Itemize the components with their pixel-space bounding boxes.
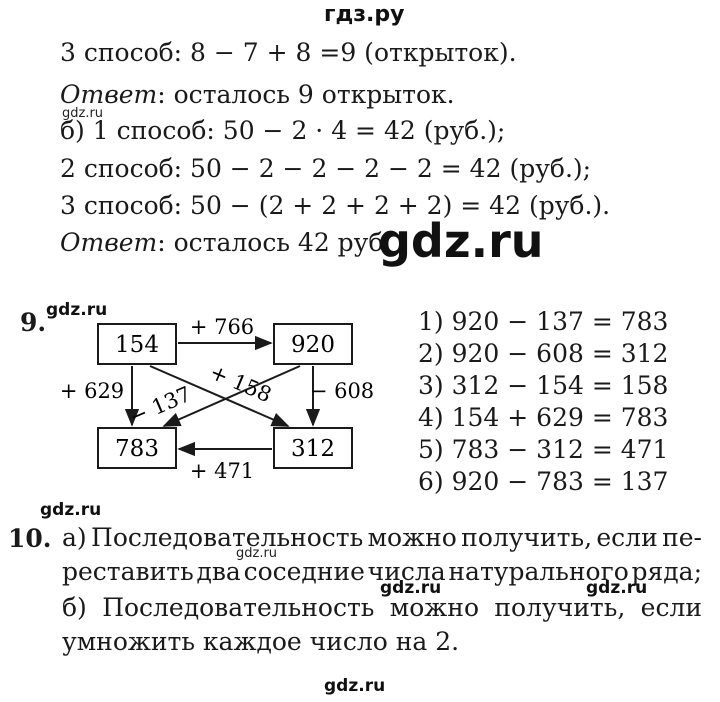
equation-1: 1) 920 − 137 = 783	[418, 307, 669, 336]
equation-4: 4) 154 + 629 = 783	[418, 403, 669, 432]
answer-label: Ответ	[60, 80, 158, 109]
label-diag-down: + 158	[206, 360, 275, 407]
label-bottom: + 471	[190, 459, 254, 483]
task-10-b-line-1: б) Последовательность можно получить, ес…	[62, 593, 702, 622]
part-a-answer: Ответ: осталось 9 открыток.	[60, 80, 455, 110]
answer-text: : осталось 9 открыток.	[157, 80, 455, 109]
box-bottom-right-value: 312	[291, 436, 335, 462]
watermark-top: гдз.ру	[324, 2, 405, 27]
box-bottom-left-value: 783	[115, 436, 159, 462]
box-top-left	[97, 323, 177, 365]
watermark-small: gdz.ru	[46, 300, 108, 320]
task-10-number: 10.	[8, 524, 52, 553]
label-left: + 629	[60, 379, 124, 403]
watermark-small: gdz.ru	[40, 500, 102, 520]
part-a-way3: 3 способ: 8 − 7 + 8 =9 (открыток).	[60, 38, 517, 67]
box-bottom-right	[273, 427, 353, 469]
part-b-way1: б) 1 способ: 50 − 2 · 4 = 42 (руб.);	[60, 116, 506, 145]
arrow-diag-up	[162, 365, 301, 427]
label-diag-up: − 137	[126, 382, 195, 429]
task-10-b-line-2: умножить каждое число на 2.	[62, 627, 460, 656]
task-9-number: 9.	[20, 308, 47, 337]
task-10-a-line-1: а) Последовательность можно получить, ес…	[62, 523, 702, 552]
box-top-right	[273, 323, 353, 365]
watermark-small: gdz.ru	[62, 106, 104, 121]
box-top-left-value: 154	[115, 332, 159, 358]
watermark-bottom: gdz.ru	[324, 676, 386, 696]
equation-6: 6) 920 − 783 = 137	[418, 467, 669, 496]
equation-3: 3) 312 − 154 = 158	[418, 371, 669, 400]
answer-text: : осталось 42 руб.	[157, 228, 392, 257]
answer-label: Ответ	[60, 228, 158, 257]
part-b-way3: 3 способ: 50 − (2 + 2 + 2 + 2) = 42 (руб…	[60, 191, 611, 220]
label-right: − 608	[310, 379, 374, 403]
box-bottom-left	[97, 427, 177, 469]
arrow-diag-down	[149, 365, 290, 427]
task-10-a-line-2: реставить два соседние числа натуральног…	[62, 557, 702, 586]
equation-2: 2) 920 − 608 = 312	[418, 339, 669, 368]
equation-5: 5) 783 − 312 = 471	[418, 435, 669, 464]
watermark-big: gdz.ru	[378, 214, 544, 268]
watermark-small: gdz.ru	[586, 578, 648, 598]
part-b-way2: 2 способ: 50 − 2 − 2 − 2 − 2 = 42 (руб.)…	[60, 154, 592, 183]
box-top-right-value: 920	[291, 332, 335, 358]
part-b-answer: Ответ: осталось 42 руб.	[60, 228, 391, 258]
label-top: + 766	[190, 315, 254, 339]
watermark-small: gdz.ru	[236, 546, 278, 561]
watermark-small: gdz.ru	[380, 578, 442, 598]
